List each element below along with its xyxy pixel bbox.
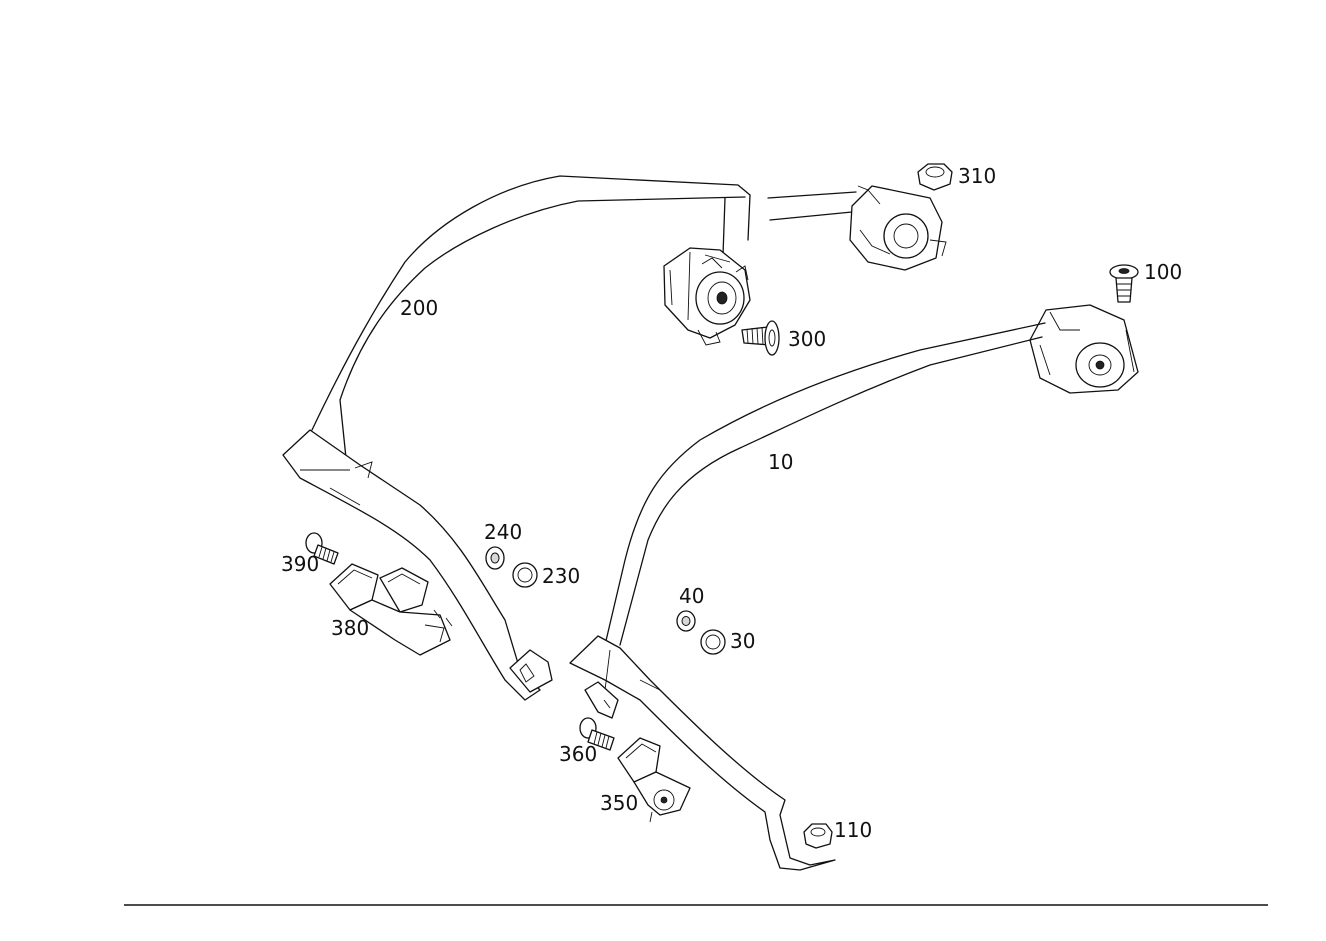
callout-310: 310 (958, 164, 996, 188)
callout-350: 350 (600, 791, 638, 815)
washer-230 (512, 562, 538, 588)
retractor-center (663, 247, 751, 346)
callout-380: 380 (331, 616, 369, 640)
belt-strap-10 (569, 322, 1046, 871)
bolt-300 (741, 320, 780, 356)
callout-100: 100 (1144, 260, 1182, 284)
callout-300: 300 (788, 327, 826, 351)
washer-30 (700, 629, 726, 655)
buckle-380 (329, 563, 453, 656)
washer-240 (485, 546, 505, 570)
retractor-upper-right (767, 185, 947, 271)
callout-10: 10 (768, 450, 793, 474)
callout-labels: 310 100 200 300 10 240 230 390 380 40 30… (281, 164, 1182, 842)
nut-110 (803, 823, 833, 849)
retractor-right (1029, 304, 1139, 394)
bolt-360 (579, 717, 615, 751)
nut-310 (917, 163, 953, 191)
bolt-390 (305, 532, 339, 565)
callout-110: 110 (834, 818, 872, 842)
callout-200: 200 (400, 296, 438, 320)
callout-40: 40 (679, 584, 704, 608)
bolt-100 (1109, 264, 1139, 303)
washer-40 (676, 610, 696, 632)
callout-230: 230 (542, 564, 580, 588)
buckle-350 (617, 737, 691, 823)
belt-strap-200 (282, 175, 751, 701)
callout-30: 30 (730, 629, 755, 653)
callout-240: 240 (484, 520, 522, 544)
callout-390: 390 (281, 552, 319, 576)
callout-360: 360 (559, 742, 597, 766)
